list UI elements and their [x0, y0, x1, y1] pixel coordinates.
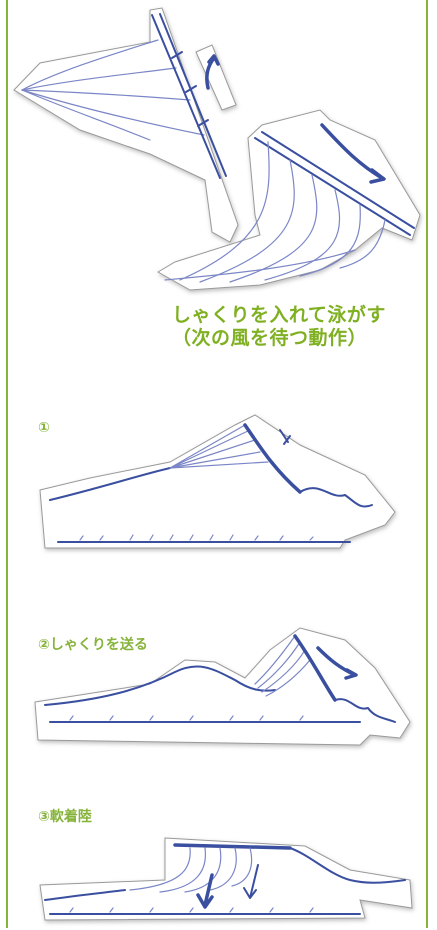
content-frame [6, 0, 428, 928]
step-3-label: ③軟着陸 [38, 809, 92, 825]
caption-line-2: （次の風を待つ動作） [172, 327, 368, 349]
step-1-label: ① [38, 420, 50, 436]
step-2-label: ②しゃくりを送る [38, 637, 148, 653]
caption-line-1: しゃくりを入れて泳がす [172, 304, 386, 326]
